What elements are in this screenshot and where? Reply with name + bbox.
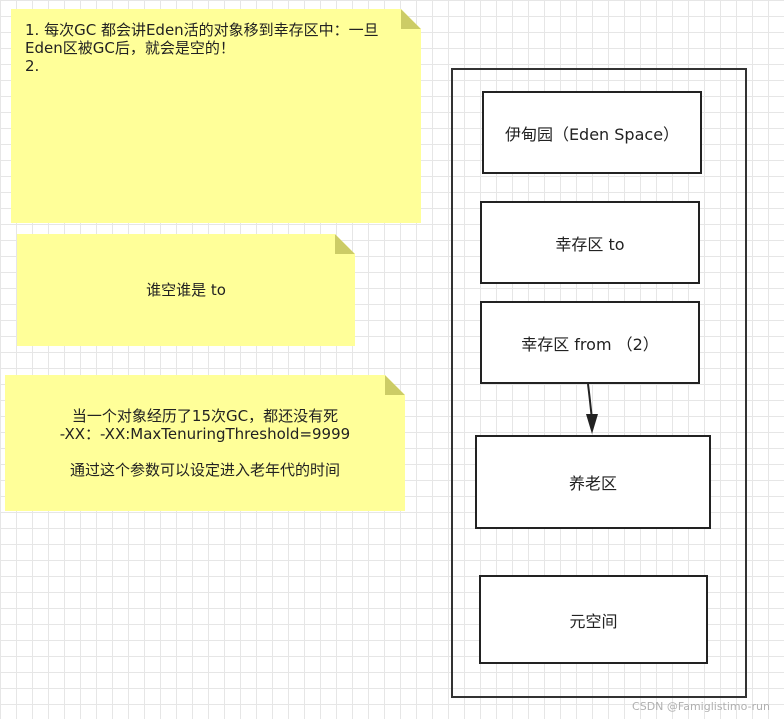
metaspace-label: 元空间 [569,611,618,631]
note-eden-line2: 2. [25,57,40,75]
note-eden-gc: 1. 每次GC 都会讲Eden活的对象移到幸存区中：一旦Eden区被GC后，就会… [11,9,421,223]
note-survivor-to: 谁空谁是 to [17,234,355,346]
note-eden-line1: 1. 每次GC 都会讲Eden活的对象移到幸存区中：一旦Eden区被GC后，就会… [25,21,379,57]
note-tenuring-line3: 通过这个参数可以设定进入老年代的时间 [69,461,340,479]
survivor-to-label: 幸存区 to [555,234,625,254]
note-tenuring-line1: 当一个对象经历了15次GC，都还没有死 [71,407,339,425]
survivor-to-box: 幸存区 to [480,201,700,284]
promotion-arrow-head [586,414,598,434]
survivor-from-box: 幸存区 from （2） [480,301,700,384]
eden-space-box: 伊甸园（Eden Space） [482,91,702,174]
heap-container [451,68,747,698]
note-survivor-to-text: 谁空谁是 to [146,281,226,299]
metaspace-box: 元空间 [479,575,708,664]
old-gen-box: 养老区 [475,435,711,529]
watermark: CSDN @Famiglistimo-run [632,700,770,713]
old-gen-label: 养老区 [568,474,617,493]
survivor-from-label: 幸存区 from （2） [521,334,659,354]
eden-space-label: 伊甸园（Eden Space） [504,124,680,144]
note-tenuring: 当一个对象经历了15次GC，都还没有死 -XX：-XX:MaxTenuringT… [5,375,405,511]
note-tenuring-line2: -XX：-XX:MaxTenuringThreshold=9999 [59,425,351,443]
